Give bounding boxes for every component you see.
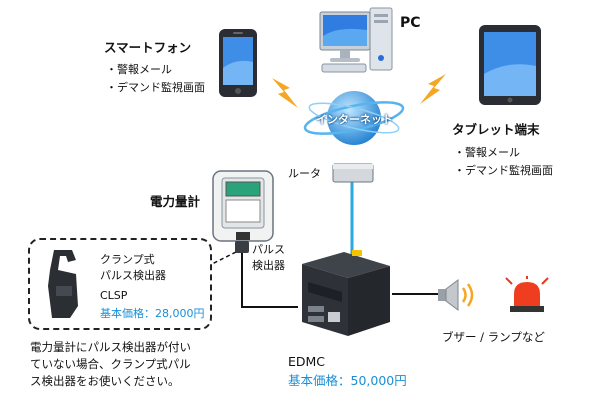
- edmc-price: 基本価格：50,000円: [288, 373, 407, 388]
- edmc-device-icon: [302, 250, 390, 336]
- clamp-detector-callout: [28, 238, 212, 330]
- smartphone-item-2: ・デマンド監視画面: [106, 81, 205, 94]
- alarm-label: ブザー / ランプなど: [442, 330, 545, 344]
- pulse-detector-label-2: 検出器: [252, 259, 285, 272]
- pulse-cable: [241, 250, 298, 308]
- pulse-detector-icon: [235, 241, 249, 253]
- power-meter-icon: [212, 170, 274, 242]
- speaker-icon: [438, 279, 474, 311]
- clamp-price: 基本価格：28,000円: [100, 307, 205, 320]
- power-meter-label: 電力量計: [150, 194, 201, 209]
- clamp-model: CLSP: [100, 289, 128, 302]
- lightning-right-icon: [420, 74, 446, 104]
- note-line-1: 電力量計にパルス検出器が付い: [30, 340, 191, 354]
- callout-connector: [211, 251, 237, 265]
- smartphone-icon: [219, 29, 257, 97]
- pc-icon: [319, 7, 393, 73]
- pulse-detector-label-1: パルス: [252, 243, 285, 256]
- tablet-item-1: ・警報メール: [454, 146, 520, 159]
- router-label: ルータ: [288, 167, 321, 180]
- tablet-title: タブレット端末: [452, 122, 540, 137]
- lightning-left-icon: [272, 78, 298, 108]
- smartphone-item-1: ・警報メール: [106, 63, 172, 76]
- internet-label: インターネット: [316, 113, 393, 126]
- warning-lamp-icon: [505, 276, 549, 312]
- note-line-3: ス検出器をお使いください。: [30, 374, 180, 388]
- tablet-item-2: ・デマンド監視画面: [454, 164, 553, 177]
- edmc-name: EDMC: [288, 354, 326, 369]
- smartphone-title: スマートフォン: [104, 40, 192, 55]
- clamp-sensor-icon: [48, 250, 78, 318]
- internet-globe-icon: [303, 91, 405, 145]
- note-line-2: ていない場合、クランプ式パル: [30, 357, 191, 371]
- clamp-line-1: クランプ式: [100, 253, 155, 266]
- clamp-line-2: パルス検出器: [100, 269, 166, 282]
- tablet-icon: [479, 25, 541, 105]
- router-icon: [332, 163, 374, 183]
- pc-label: PC: [400, 15, 421, 31]
